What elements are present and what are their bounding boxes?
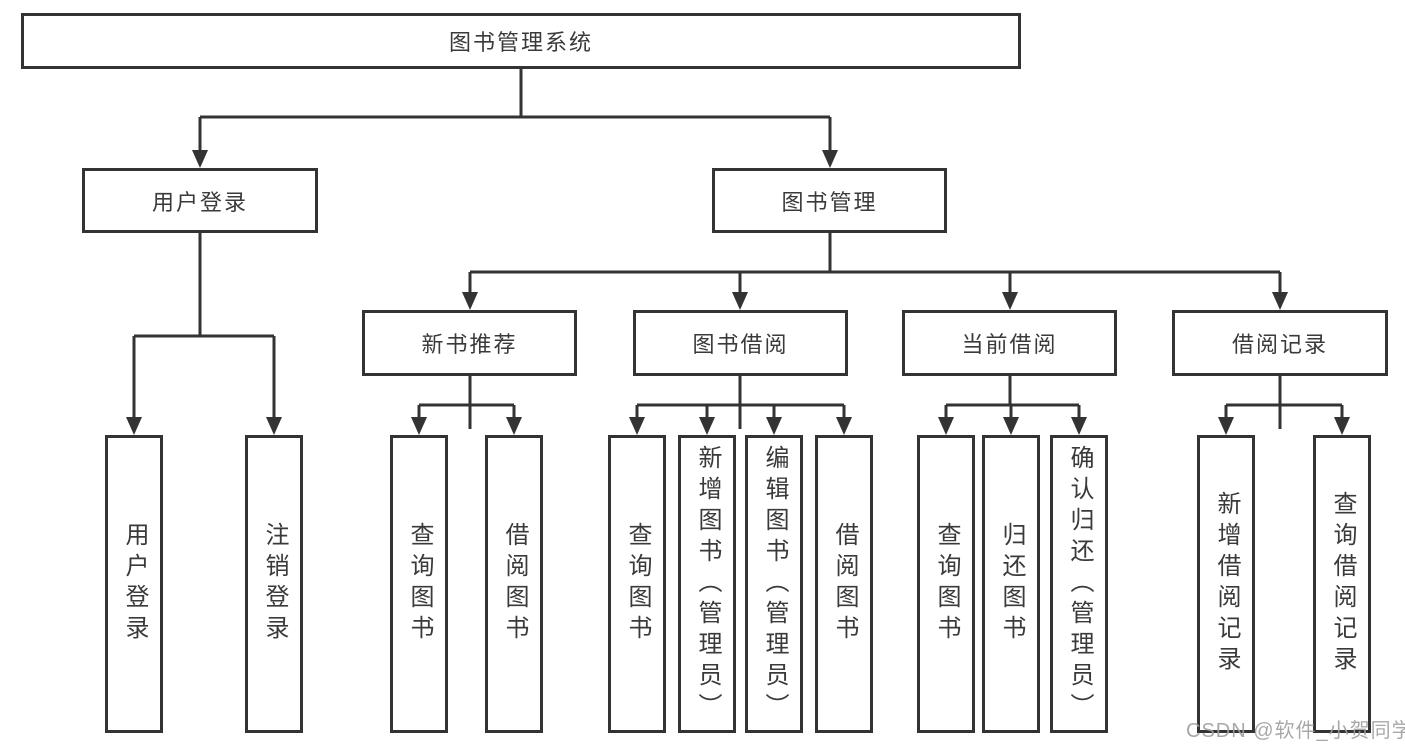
arrowheads — [126, 150, 1350, 435]
leaf-borrow-books-recommend: 借阅图书 — [485, 435, 543, 733]
leaf-query-books-borrowing: 查询图书 — [608, 435, 666, 733]
leaf-return-book: 归还图书 — [982, 435, 1040, 733]
leaf-edit-book-admin: 编辑图书（管理员） — [745, 435, 803, 733]
leaf-borrow-books: 借阅图书 — [815, 435, 873, 733]
node-borrowing-records: 借阅记录 — [1172, 310, 1388, 376]
leaf-query-books-current: 查询图书 — [917, 435, 975, 733]
node-library-management-system: 图书管理系统 — [21, 13, 1021, 69]
leaf-query-borrow-record: 查询借阅记录 — [1313, 435, 1371, 733]
leaf-user-login: 用户登录 — [105, 435, 163, 733]
csdn-watermark: CSDN @软件_小贺同学 — [1186, 720, 1405, 742]
node-current-borrowing: 当前借阅 — [902, 310, 1117, 376]
leaf-add-book-admin: 新增图书（管理员） — [678, 435, 736, 733]
node-book-management: 图书管理 — [712, 168, 947, 233]
leaf-query-books-recommend: 查询图书 — [390, 435, 448, 733]
leaf-logout: 注销登录 — [245, 435, 303, 733]
node-user-login: 用户登录 — [82, 168, 318, 233]
node-new-book-recommend: 新书推荐 — [362, 310, 577, 376]
leaf-add-borrow-record: 新增借阅记录 — [1197, 435, 1255, 733]
node-book-borrowing: 图书借阅 — [633, 310, 848, 376]
leaf-confirm-return-admin: 确认归还（管理员） — [1050, 435, 1108, 733]
